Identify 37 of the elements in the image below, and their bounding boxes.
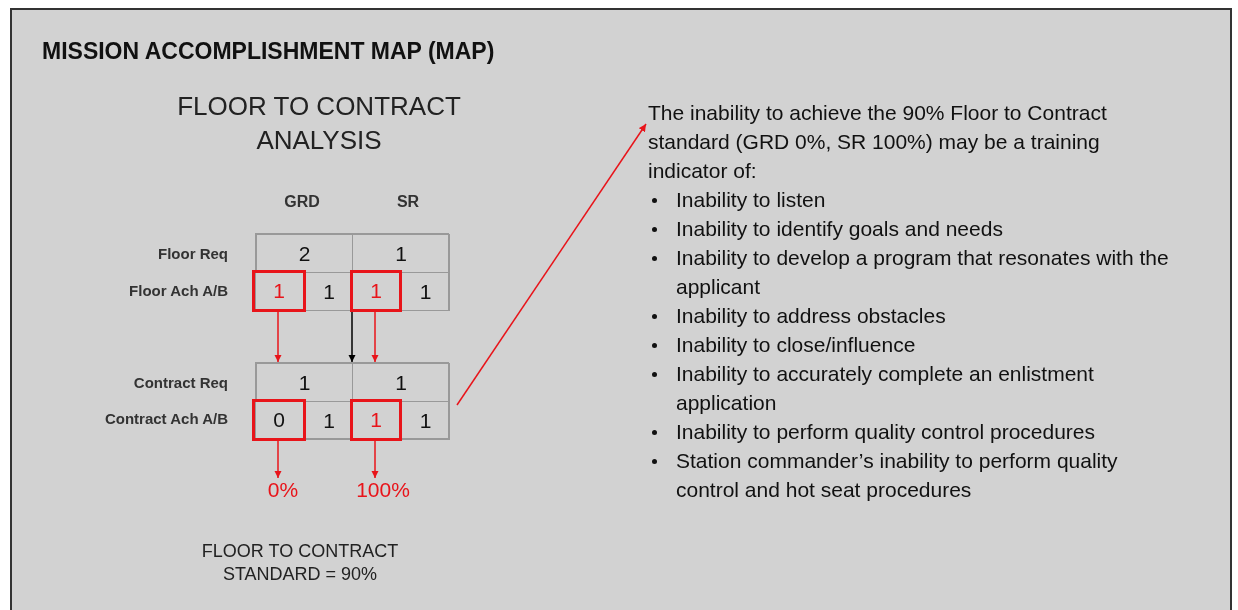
bullet-text: Inability to address obstacles xyxy=(676,304,946,327)
highlighted-cell: 1 xyxy=(252,270,306,312)
column-header: SR xyxy=(395,192,421,212)
bullet-text: Inability to identify goals and needs xyxy=(676,217,1003,240)
row-label: Contract Req xyxy=(132,373,228,393)
column-header: GRD xyxy=(283,192,321,212)
highlighted-cell: 1 xyxy=(350,270,402,312)
bullet-text: Inability to develop a program that resonates with the applicant xyxy=(676,246,1169,298)
bullet-text: Inability to accurately complete an enlistment application xyxy=(676,362,1094,414)
row-label: Floor Ach A/B xyxy=(128,281,228,301)
bullet-text: Inability to listen xyxy=(676,188,826,211)
intro-paragraph: The inability to achieve the 90% Floor to Contract standard (GRD 0%, SR 100%) may be a training indicator of: xyxy=(648,100,1108,184)
row-label: Contract Ach A/B xyxy=(103,409,228,429)
arrow xyxy=(371,439,379,479)
data-table xyxy=(255,362,449,439)
bullet-text: Inability to perform quality control procedures xyxy=(676,420,1096,443)
table-cell: 1 xyxy=(256,363,353,402)
highlighted-cell: 1 xyxy=(350,399,402,441)
bullet-text: Station commander’s inability to perform quality control and hot seat procedures xyxy=(676,449,1118,501)
section-heading: FLOOR TO CONTRACT ANALYSIS xyxy=(176,90,462,157)
standard-note: FLOOR TO CONTRACT STANDARD = 90% xyxy=(200,540,400,587)
data-table xyxy=(255,233,449,311)
bullet-text: Inability to close/influence xyxy=(676,333,916,356)
arrow xyxy=(371,310,379,363)
slide-title: MISSION ACCOMPLISHMENT MAP (MAP) xyxy=(42,38,495,65)
arrow xyxy=(456,123,647,406)
table-cell: 1 xyxy=(401,401,450,440)
table-cell: 2 xyxy=(256,234,353,273)
percentage-value: 100% xyxy=(348,478,418,506)
highlighted-cell: 0 xyxy=(252,399,306,441)
arrow xyxy=(274,310,282,363)
table-cell: 1 xyxy=(352,234,450,273)
arrow xyxy=(348,310,356,363)
percentage-value: 0% xyxy=(258,478,308,506)
row-label: Floor Req xyxy=(157,244,228,264)
table-cell: 1 xyxy=(352,363,450,402)
arrow xyxy=(274,439,282,479)
